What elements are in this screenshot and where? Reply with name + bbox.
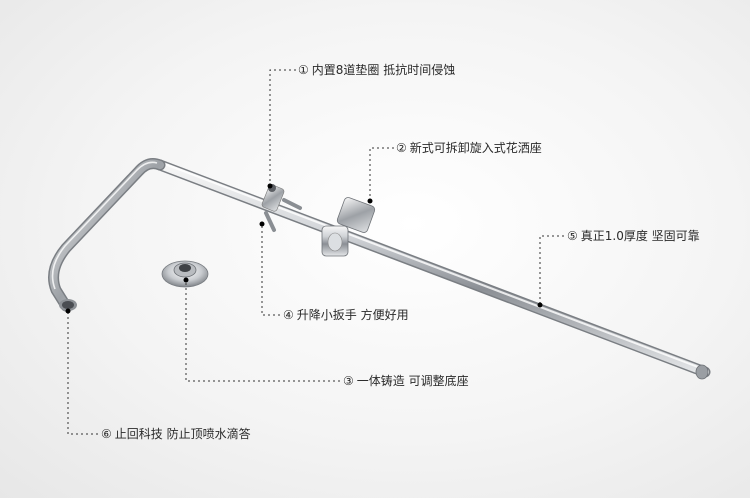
- wall-flange: [161, 260, 209, 288]
- main-rod: [154, 159, 711, 378]
- leader-lines: [67, 69, 564, 435]
- leader-line-6: [67, 310, 98, 435]
- leader-line-4: [261, 225, 280, 316]
- leader-line-3: [185, 280, 340, 382]
- shower-holder: [321, 197, 376, 257]
- lever-clamp: [261, 184, 302, 232]
- bent-pipe: [48, 158, 166, 312]
- top-pipe-end: [59, 299, 77, 311]
- leader-dots: [65, 183, 543, 314]
- leader-line-5: [539, 235, 564, 304]
- leader-line-2: [369, 147, 394, 200]
- rod-end-cap: [695, 364, 709, 380]
- leader-line-1: [269, 69, 296, 185]
